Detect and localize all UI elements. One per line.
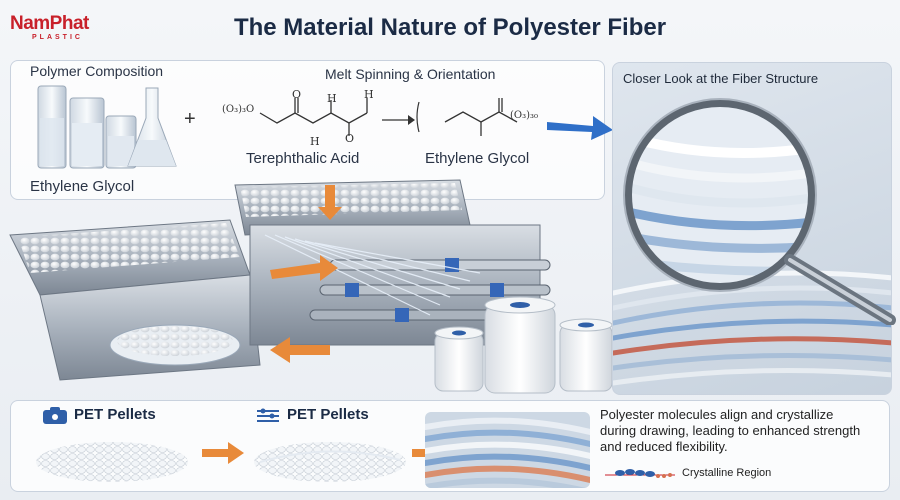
atom-h-3: H xyxy=(310,135,320,148)
atom-h-1: H xyxy=(327,92,337,105)
logo-name: NamPhat xyxy=(10,13,89,34)
section-melt-spinning: Melt Spinning & Orientation xyxy=(325,66,496,82)
atom-o-1: O xyxy=(292,88,302,101)
pellet-bag-icon xyxy=(43,407,67,424)
legend-crystalline-region: Crystalline Region xyxy=(682,467,772,479)
reaction-arrow-icon xyxy=(382,115,415,125)
label-terephthalic-acid: Terephthalic Acid xyxy=(246,150,360,167)
label-pet-pellets-1: PET Pellets xyxy=(74,406,156,423)
plus-sign: + xyxy=(184,108,196,130)
ethylene-glycol-structure xyxy=(416,98,518,136)
formula-left: (O₃)₃O xyxy=(222,104,255,115)
terephthalic-structure xyxy=(259,98,368,136)
label-ethylene-glycol-right: Ethylene Glycol xyxy=(425,150,530,167)
pet-pellets-pile-1 xyxy=(36,442,188,482)
logo-sub: PLASTIC xyxy=(32,34,83,41)
label-ethylene-glycol-left: Ethylene Glycol xyxy=(30,178,135,195)
section-polymer-composition: Polymer Composition xyxy=(30,63,164,79)
section-closer-look: Closer Look at the Fiber Structure xyxy=(623,71,819,86)
fiber-bundle-closeup xyxy=(425,412,590,488)
filter-machine-icon xyxy=(257,408,279,422)
atom-h-2: H xyxy=(364,88,374,101)
magnifying-glass-icon xyxy=(623,98,896,325)
melt-spinning-machine-illustration xyxy=(9,179,551,381)
blue-arrow-icon xyxy=(547,116,613,140)
formula-right: (O₃)₃₀ xyxy=(510,110,539,121)
orange-arrow-icon-1 xyxy=(202,442,244,464)
yarn-spools-illustration xyxy=(434,296,613,394)
brand-logo: NamPhat PLASTIC xyxy=(10,14,120,42)
crystalline-region-legend xyxy=(605,469,675,478)
process-description: Polyester molecules align and crystalliz… xyxy=(600,407,861,454)
pet-pellets-pile-2 xyxy=(254,442,406,482)
page-title: The Material Nature of Polyester Fiber xyxy=(233,14,667,41)
atom-o-2: O xyxy=(345,132,355,145)
glassware-illustration xyxy=(37,85,177,169)
label-pet-pellets-2: PET Pellets xyxy=(287,406,369,423)
